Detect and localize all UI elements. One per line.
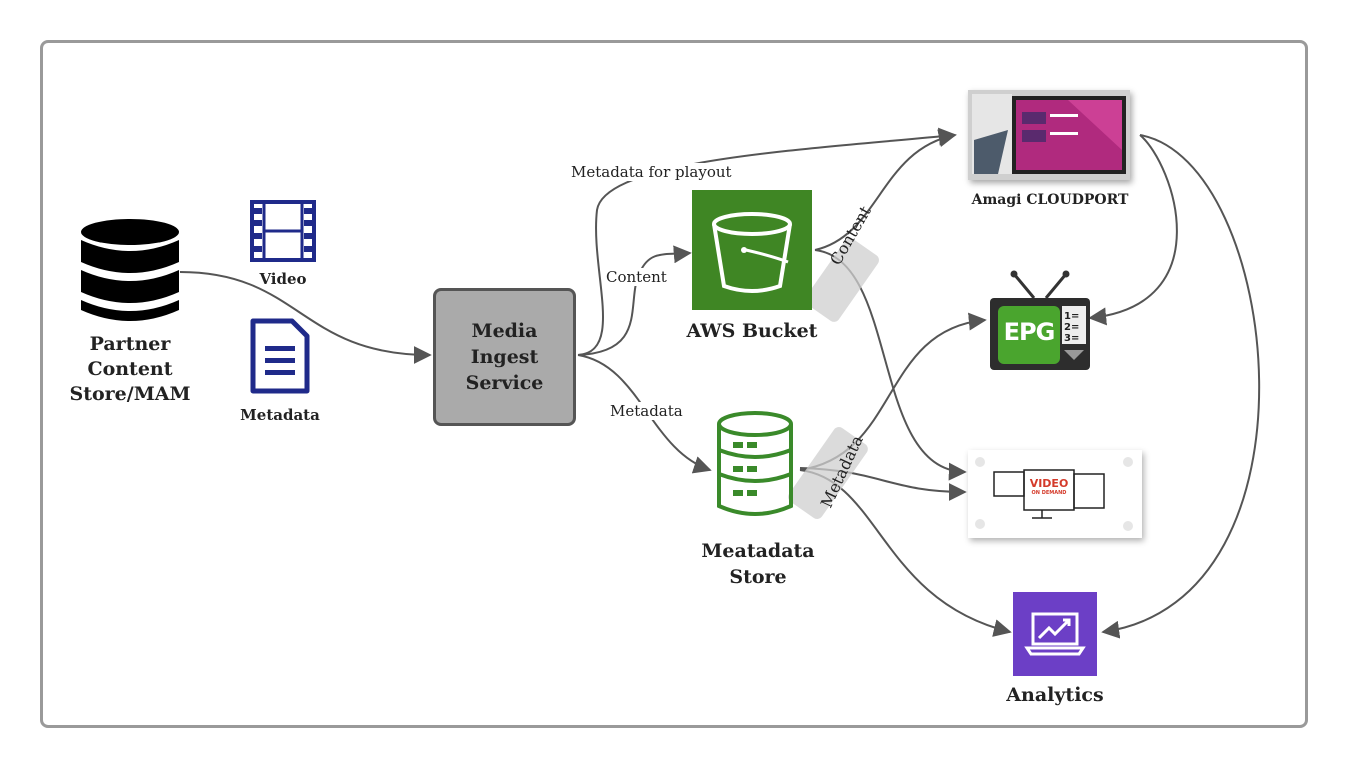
metadata-doc-label: Metadata — [240, 406, 320, 424]
analytics-label: Analytics — [1006, 684, 1104, 706]
svg-text:2=: 2= — [1064, 322, 1079, 333]
bucket-icon — [712, 212, 792, 293]
edge-bucket-cloudport — [814, 129, 957, 251]
svg-text:1=: 1= — [1064, 311, 1079, 322]
cloudport-thumbnail — [968, 90, 1130, 180]
metadata-store-label: Meatadata Store — [701, 540, 815, 588]
vod-title: VIDEO — [1029, 477, 1069, 490]
svg-text:3=: 3= — [1064, 333, 1079, 344]
analytics-laptop-icon — [1024, 612, 1086, 656]
edge-cloudport-epg — [1088, 134, 1178, 326]
content-tag-band — [805, 238, 879, 322]
vod-thumbnail: VIDEO ON DEMAND — [968, 450, 1142, 538]
ingest-service-box: Media Ingest Service — [433, 288, 576, 426]
edge-partner-to-ingest — [179, 271, 432, 364]
edge-ingest-playout — [577, 127, 957, 356]
aws-bucket-label: AWS Bucket — [686, 320, 818, 342]
film-icon — [250, 200, 316, 262]
diagram-frame — [40, 40, 1308, 728]
edge-label-content: Content — [603, 268, 670, 286]
vod-devices-icon — [975, 457, 1133, 531]
ingest-service-label: Media Ingest Service — [465, 320, 544, 394]
metadata-tag-band — [788, 427, 868, 519]
epg-tv: 1= 2= 3= EPG — [988, 270, 1092, 374]
tv-icon: 1= 2= 3= — [990, 270, 1090, 370]
document-icon — [250, 318, 310, 394]
partner-store-label: Partner Content Store/MAM — [69, 333, 191, 405]
edge-cloudport-analytics — [1101, 134, 1261, 639]
vod-subtitle: ON DEMAND — [1031, 490, 1067, 496]
video-label: Video — [259, 270, 307, 288]
cloudport-label: Amagi CLOUDPORT — [971, 192, 1129, 208]
database-store-icon — [717, 411, 793, 516]
analytics-tile — [1013, 592, 1097, 676]
edge-label-metadata: Metadata — [607, 402, 686, 420]
epg-badge-text: EPG — [1003, 318, 1056, 346]
cloudport-screen-icon — [968, 90, 1130, 180]
aws-bucket-tile — [692, 190, 812, 310]
database-icon — [81, 219, 179, 321]
edge-label-metadata-for-playout: Metadata for playout — [568, 163, 735, 181]
